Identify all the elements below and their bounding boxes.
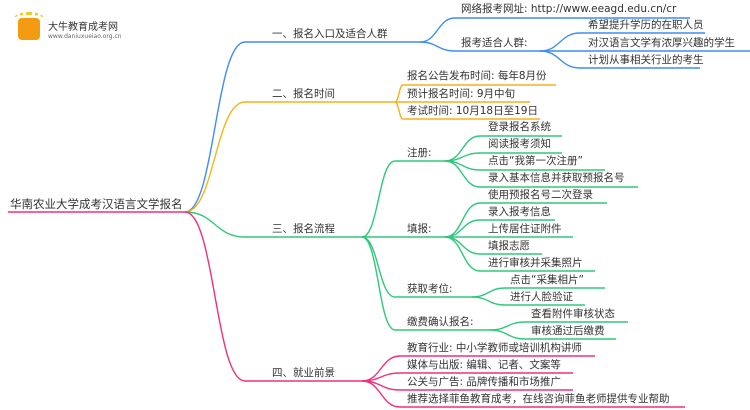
career-item: 媒体与出版: 编辑、记者、文案等 [407,359,561,371]
time-item: 预计报名时间: 9月中旬 [407,88,516,100]
edge-b1 [419,17,690,43]
step-item: 查看附件审核状态 [531,308,615,320]
target-group: 报考适合人群: [461,37,528,49]
branch-entry: 一、报名入口及适合人群 [272,28,388,40]
career-item: 推荐选择菲鱼教育成考，在线咨询菲鱼老师提供专业帮助 [407,393,670,405]
edge-b3 [489,329,616,340]
logo-title: 大牛教育成考网 [48,22,118,33]
edge-b3 [361,160,445,238]
edge-b4 [184,211,362,382]
edge-b3 [444,236,595,272]
step-item: 录入基本信息并获取预报名号 [488,172,625,184]
edge-b3 [184,211,362,238]
step-item: 录入报考信息 [488,206,551,218]
step-item: 登录报名系统 [488,121,551,133]
target-item: 对汉语言文学有浓厚兴趣的学生 [588,37,735,49]
step-item: 填报志愿 [488,240,530,252]
edge-b3 [444,160,638,188]
step-item: 点击“采集相片” [510,274,584,286]
step-item: 点击“我第一次注册” [488,155,583,167]
edge-b4 [361,380,685,408]
time-item: 报名公告发布时间: 每年8月份 [407,70,547,82]
branch-time: 二、报名时间 [272,88,335,100]
step-item: 阅读报考须知 [488,138,551,150]
branch-process: 三、报名流程 [272,223,335,235]
step-item: 使用预报名号二次登录 [488,189,593,201]
edge-b2 [184,101,395,213]
career-item: 教育行业: 中小学教师或培训机构讲师 [407,342,582,354]
step-fill: 填报: [407,223,432,235]
edge-b2 [394,101,540,120]
registration-url: 网络报考网址: http://www.eeagd.edu.cn/cr [461,3,677,15]
logo-url: www.daniuxueiao.org.cn [48,33,122,40]
target-item: 计划从事相关行业的考生 [588,54,704,66]
edge-b1 [184,41,420,213]
career-item: 公关与广告: 品牌传播和市场推广 [407,376,561,388]
step-pay: 缴费确认报名: [407,316,474,328]
edge-b3 [361,236,490,331]
step-item: 上传居住证附件 [488,223,562,235]
time-item: 考试时间: 10月18日至19日 [407,105,538,117]
target-item: 希望提升学历的在职人员 [588,19,704,31]
book-logo-icon [14,12,44,40]
step-item: 进行人脸验证 [510,291,573,303]
root-node: 华南农业大学成考汉语言文学报名 [10,197,183,211]
edge-b3 [471,296,585,306]
edge-b1 [419,41,540,52]
step-item: 审核通过后缴费 [531,325,605,337]
logo: 大牛教育成考网 www.daniuxueiao.org.cn [14,12,122,40]
step-item: 进行审核并采集照片 [488,257,583,269]
step-seat: 获取考位: [407,283,453,295]
step-register: 注册: [407,147,432,159]
edge-b1 [539,50,700,69]
branch-career: 四、就业前景 [272,367,335,379]
